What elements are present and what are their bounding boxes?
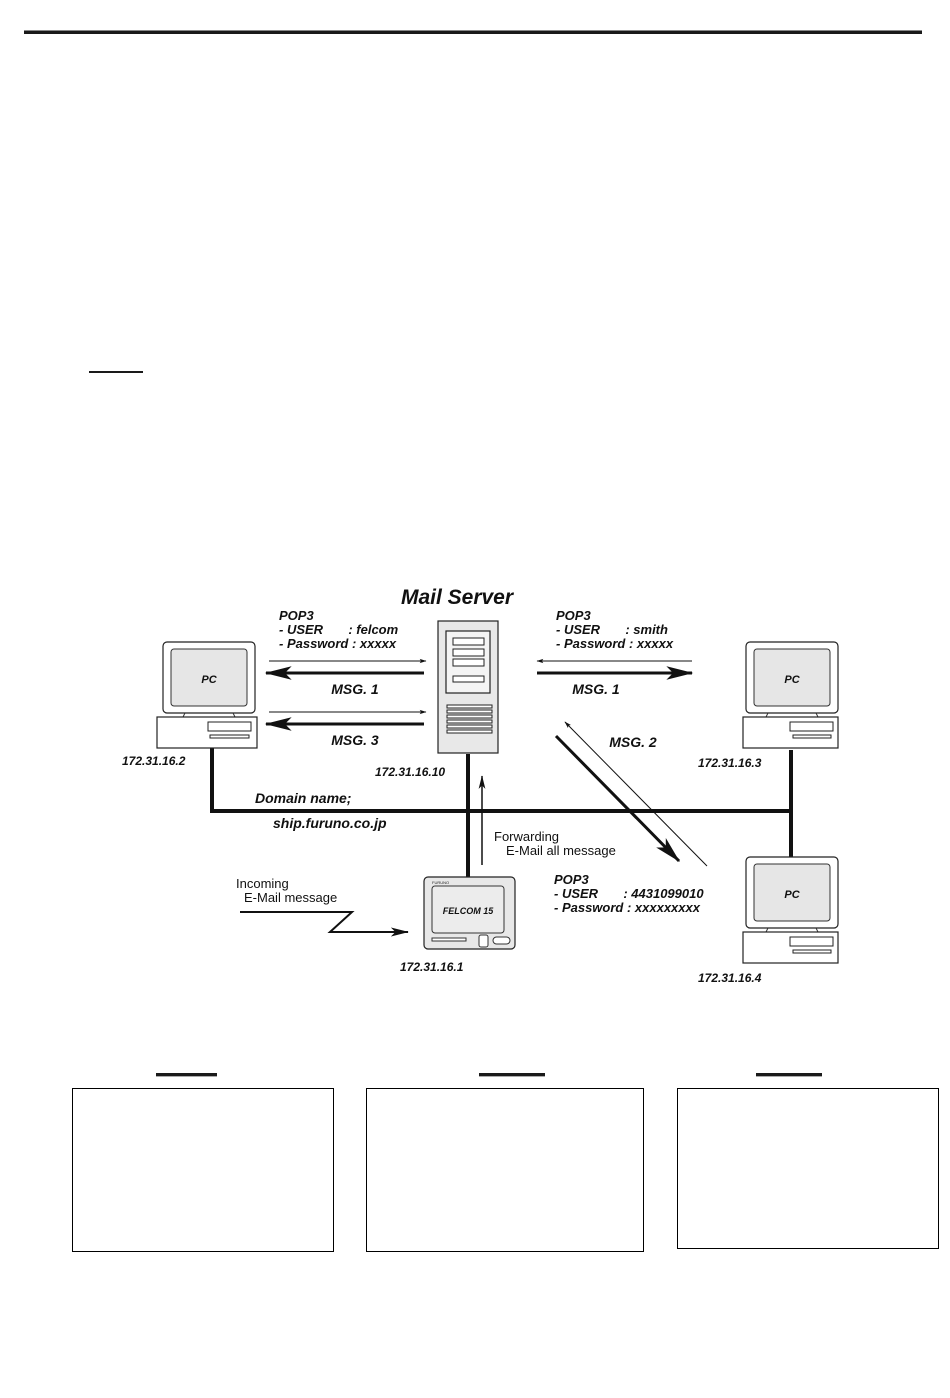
pop3-password: - Password : xxxxxxxxx bbox=[554, 900, 701, 915]
note-underline bbox=[89, 371, 143, 373]
pop3-user: - USER : 4431099010 bbox=[554, 886, 704, 901]
pop3-user: - USER : smith bbox=[556, 622, 668, 637]
network-cabling bbox=[210, 748, 793, 877]
panel-1 bbox=[72, 1088, 334, 1252]
incoming-label-1: Incoming bbox=[236, 876, 289, 891]
msg3-label: MSG. 3 bbox=[331, 732, 379, 748]
incoming-email-arrow bbox=[240, 911, 409, 937]
pc-right-bottom-label: PC bbox=[784, 889, 800, 901]
panel-2 bbox=[366, 1088, 644, 1252]
pop3-heading: POP3 bbox=[279, 608, 314, 623]
pc-left-label: PC bbox=[201, 674, 217, 686]
pc-right-bottom-pop3-credentials: POP3 - USER : 4431099010 - Password : xx… bbox=[554, 872, 704, 915]
pop3-request-arrow-4 bbox=[564, 721, 708, 867]
server-ip: 172.31.16.10 bbox=[375, 765, 445, 779]
pop3-heading: POP3 bbox=[556, 608, 591, 623]
felcom-label: FELCOM 15 bbox=[443, 906, 495, 916]
pc-right-top: PC bbox=[742, 641, 839, 749]
pc-right-top-pop3-credentials: POP3 - USER : smith - Password : xxxxx bbox=[556, 608, 674, 651]
forwarding-label-1: Forwarding bbox=[494, 829, 559, 844]
felcom15-terminal: FURUNO FELCOM 15 bbox=[423, 876, 516, 950]
panel-3-caption-rule bbox=[756, 1073, 822, 1077]
pop3-heading: POP3 bbox=[554, 872, 589, 887]
forwarding-label-2: E-Mail all message bbox=[506, 843, 616, 858]
msg1-left-label: MSG. 1 bbox=[331, 681, 379, 697]
pc-right-bottom-ip: 172.31.16.4 bbox=[698, 971, 762, 985]
pop3-user: - USER : felcom bbox=[279, 622, 399, 637]
incoming-label-2: E-Mail message bbox=[244, 890, 337, 905]
pop3-password: - Password : xxxxx bbox=[556, 636, 674, 651]
panel-3 bbox=[677, 1088, 939, 1249]
domain-name-label: Domain name; bbox=[255, 790, 351, 806]
pc-left-pop3-credentials: POP3 - USER : felcom - Password : xxxxx bbox=[279, 608, 399, 651]
msg1-right-label: MSG. 1 bbox=[572, 681, 620, 697]
domain-name-value: ship.furuno.co.jp bbox=[273, 815, 387, 831]
msg2-arrow bbox=[554, 734, 681, 863]
pc-left: PC bbox=[156, 641, 258, 749]
header-rule bbox=[24, 30, 922, 34]
pc-right-top-ip: 172.31.16.3 bbox=[698, 756, 762, 770]
pc-left-ip: 172.31.16.2 bbox=[122, 754, 186, 768]
panel-1-caption-rule bbox=[156, 1073, 217, 1077]
pc-right-bottom: PC bbox=[742, 856, 839, 964]
mail-server-icon bbox=[437, 620, 499, 754]
msg2-label: MSG. 2 bbox=[609, 734, 657, 750]
panel-2-caption-rule bbox=[479, 1073, 545, 1077]
pc-right-top-label: PC bbox=[784, 674, 800, 686]
felcom-brand: FURUNO bbox=[432, 880, 449, 885]
diagram-title: Mail Server bbox=[401, 586, 515, 609]
felcom-ip: 172.31.16.1 bbox=[400, 960, 464, 974]
pop3-password: - Password : xxxxx bbox=[279, 636, 397, 651]
